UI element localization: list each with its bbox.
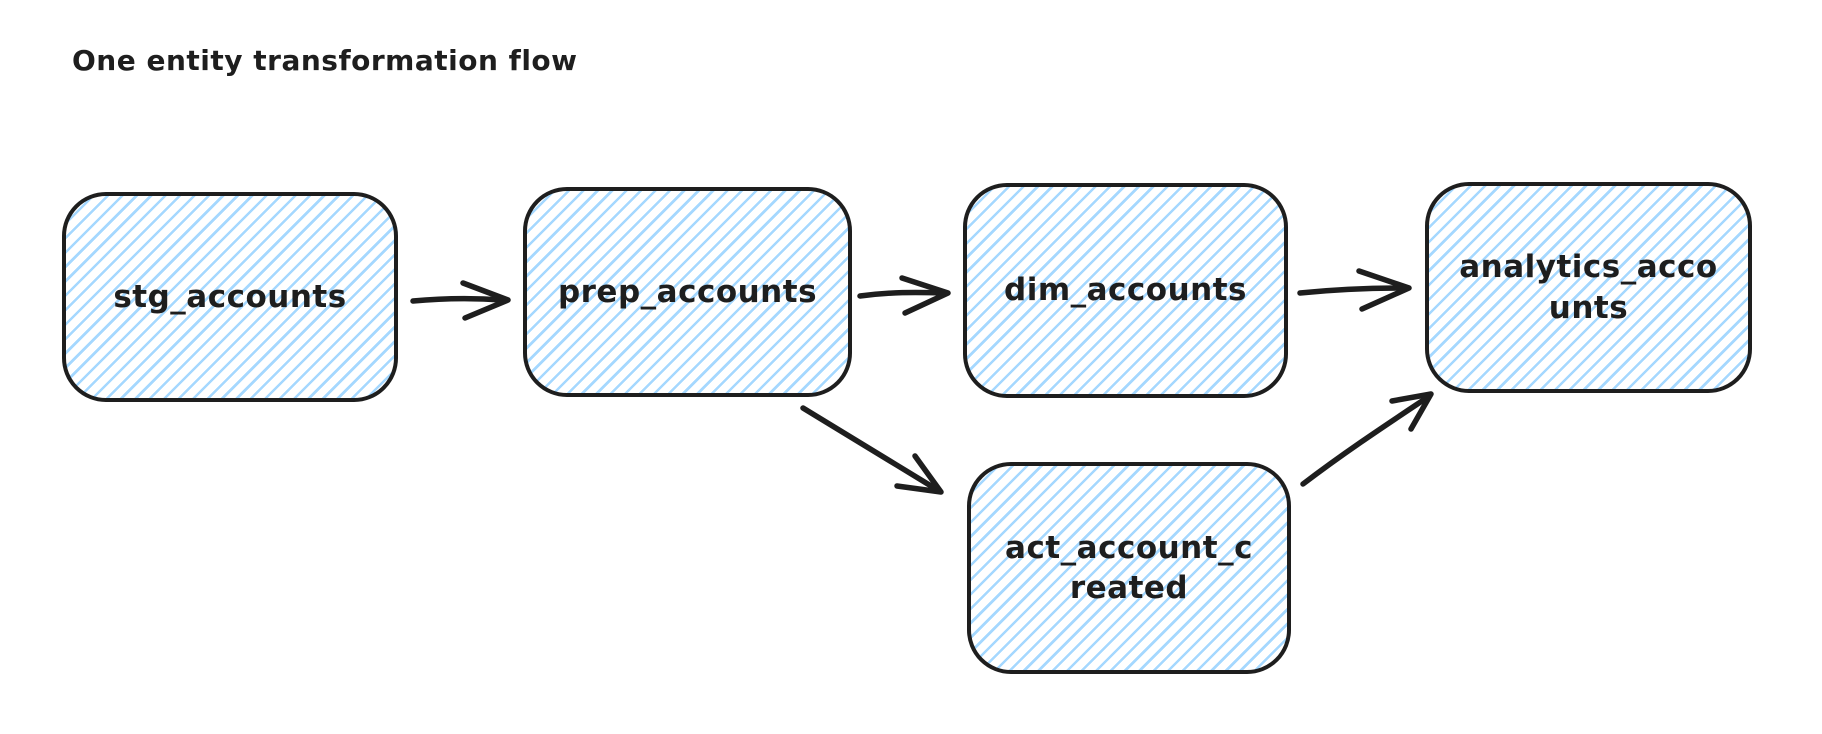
node-label-dim_accounts: dim_accounts [1004,272,1247,309]
diagram-title: One entity transformation flow [72,44,578,77]
node-stg_accounts[interactable]: stg_accounts [62,192,398,402]
node-label-act_account_created: act_account_c reated [1005,529,1253,606]
node-label-stg_accounts: stg_accounts [113,278,347,315]
node-label-prep_accounts: prep_accounts [557,273,818,310]
node-dim_accounts[interactable]: dim_accounts [963,183,1288,398]
node-label-analytics_accounts: analytics_acco unts [1459,249,1718,326]
node-act_account_created[interactable]: act_account_c reated [967,462,1291,674]
edge-arrow-act_account_created-to-analytics_accounts[interactable] [1300,391,1434,487]
node-prep_accounts[interactable]: prep_accounts [523,187,852,397]
node-analytics_accounts[interactable]: analytics_acco unts [1425,182,1752,393]
edge-arrow-prep_accounts-to-dim_accounts[interactable] [857,275,951,316]
edge-arrow-prep_accounts-to-act_account_created[interactable] [800,405,944,495]
edge-arrow-stg_accounts-to-prep_accounts[interactable] [410,280,511,321]
edge-arrow-dim_accounts-to-analytics_accounts[interactable] [1297,268,1412,312]
